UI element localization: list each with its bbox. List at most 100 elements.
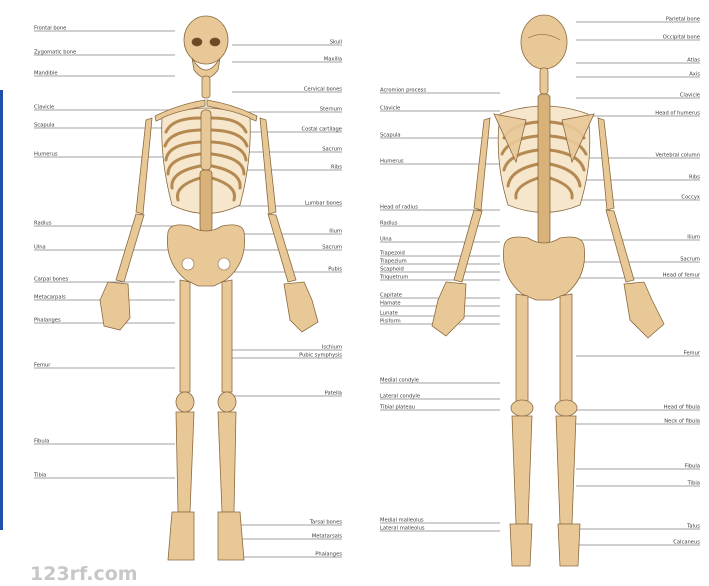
anterior-pelvis — [167, 225, 244, 286]
left-femur — [180, 280, 190, 392]
posterior-skull — [521, 15, 567, 69]
right-tibia-fibula — [218, 412, 236, 512]
posterior-left-foot — [510, 524, 532, 566]
anterior-lumbar-spine — [200, 170, 212, 232]
bone-label: Ribs — [331, 165, 342, 171]
leader-lines — [34, 22, 700, 557]
bone-label: Acromion process — [380, 88, 426, 94]
bone-label: Pubic symphysis — [299, 353, 342, 359]
bone-label: Coccyx — [681, 195, 700, 201]
posterior-right-forearm — [606, 210, 634, 282]
posterior-right-humerus — [598, 118, 614, 210]
posterior-left-femur — [516, 294, 528, 404]
watermark-text: 123rf.com — [30, 563, 138, 585]
anterior-skull — [184, 16, 228, 64]
bone-label: Head of humerus — [655, 111, 700, 117]
right-foot — [218, 512, 244, 560]
bone-label: Scapula — [34, 123, 55, 129]
sternum — [201, 110, 211, 170]
right-humerus — [260, 118, 276, 214]
bone-label: Sacrum — [680, 257, 700, 263]
bone-label: Metatarsals — [312, 534, 343, 540]
bone-label: Ribs — [689, 175, 700, 181]
right-femur — [222, 280, 232, 392]
bone-label: Tarsal bones — [309, 520, 343, 526]
bone-label: Ischium — [322, 345, 342, 351]
bone-label: Patella — [325, 391, 342, 397]
bone-label: Ilium — [687, 235, 700, 241]
left-obturator — [182, 258, 194, 270]
left-humerus — [136, 118, 152, 214]
right-hand — [284, 282, 318, 332]
bone-label: Triquetrum — [379, 275, 408, 281]
bone-label: Lateral condyle — [380, 394, 420, 400]
posterior-left-forearm — [454, 210, 482, 282]
bone-label: Talus — [686, 524, 700, 530]
bone-label: Sternum — [320, 107, 342, 113]
bone-label: Vertebral column — [656, 153, 701, 159]
bone-label: Calcaneus — [673, 540, 700, 546]
bone-label: Atlas — [687, 58, 700, 64]
bone-label: Phalanges — [34, 318, 61, 324]
left-hand — [100, 282, 130, 330]
posterior-cervical-spine — [540, 68, 548, 94]
posterior-right-foot — [558, 524, 580, 566]
posterior-left-hand — [432, 282, 466, 336]
bone-label: Frontal bone — [34, 26, 66, 32]
bone-label: Pubis — [328, 267, 342, 273]
left-foot — [168, 512, 194, 560]
posterior-right-femur — [560, 294, 572, 404]
right-obturator — [218, 258, 230, 270]
posterior-pelvis — [503, 237, 584, 300]
right-eye-socket — [210, 38, 220, 46]
bone-label: Neck of fibula — [664, 419, 700, 425]
bone-label: Parietal bone — [666, 17, 700, 23]
bone-label: Tibia — [33, 473, 46, 479]
bone-label: Clavicle — [380, 106, 400, 112]
left-patella — [176, 392, 194, 412]
bone-label: Fibula — [685, 464, 700, 470]
bone-label: Ulna — [34, 245, 46, 251]
bone-label: Humerus — [34, 152, 58, 158]
bone-label: Pisiform — [380, 319, 401, 325]
left-eye-socket — [192, 38, 202, 46]
bone-label: Fibula — [34, 439, 49, 445]
bone-label: Medial malleolus — [380, 518, 424, 524]
bone-label: Maxilla — [324, 57, 342, 63]
bone-label: Hamate — [380, 301, 401, 307]
bone-label: Capitate — [380, 293, 402, 299]
bone-label: Skull — [330, 40, 342, 46]
posterior-skeleton — [432, 15, 664, 566]
bone-label: Trapezium — [379, 259, 407, 265]
bone-label: Cervical bones — [304, 87, 343, 93]
bone-label: Femur — [684, 351, 701, 357]
posterior-right-lower-leg — [556, 416, 576, 524]
bone-label: Carpal bones — [34, 277, 68, 283]
bone-label: Sacrum — [322, 245, 342, 251]
bone-label: Lunate — [380, 311, 398, 317]
bone-label: Tibia — [687, 481, 700, 487]
bone-label: Phalanges — [315, 552, 342, 558]
posterior-right-knee — [555, 400, 577, 416]
cervical-spine — [202, 76, 210, 98]
bone-label: Head of radius — [380, 205, 418, 211]
bone-label: Head of femur — [663, 273, 701, 279]
left-tibia-fibula — [176, 412, 194, 512]
bone-label: Trapezoid — [379, 251, 405, 257]
anterior-skeleton — [100, 16, 318, 560]
posterior-vertebral-column — [538, 94, 550, 244]
bone-label: Lumbar bones — [305, 201, 342, 207]
bone-label: Ulna — [380, 237, 392, 243]
posterior-left-lower-leg — [512, 416, 532, 524]
bone-label: Medial condyle — [380, 378, 419, 384]
posterior-right-hand — [624, 282, 664, 338]
bone-label: Head of fibula — [664, 405, 700, 411]
bone-label: Zygomatic bone — [34, 50, 76, 56]
bone-label: Femur — [34, 363, 51, 369]
bone-label: Axis — [689, 72, 700, 78]
bone-label: Clavicle — [34, 105, 54, 111]
bone-label: Mandible — [34, 71, 58, 77]
